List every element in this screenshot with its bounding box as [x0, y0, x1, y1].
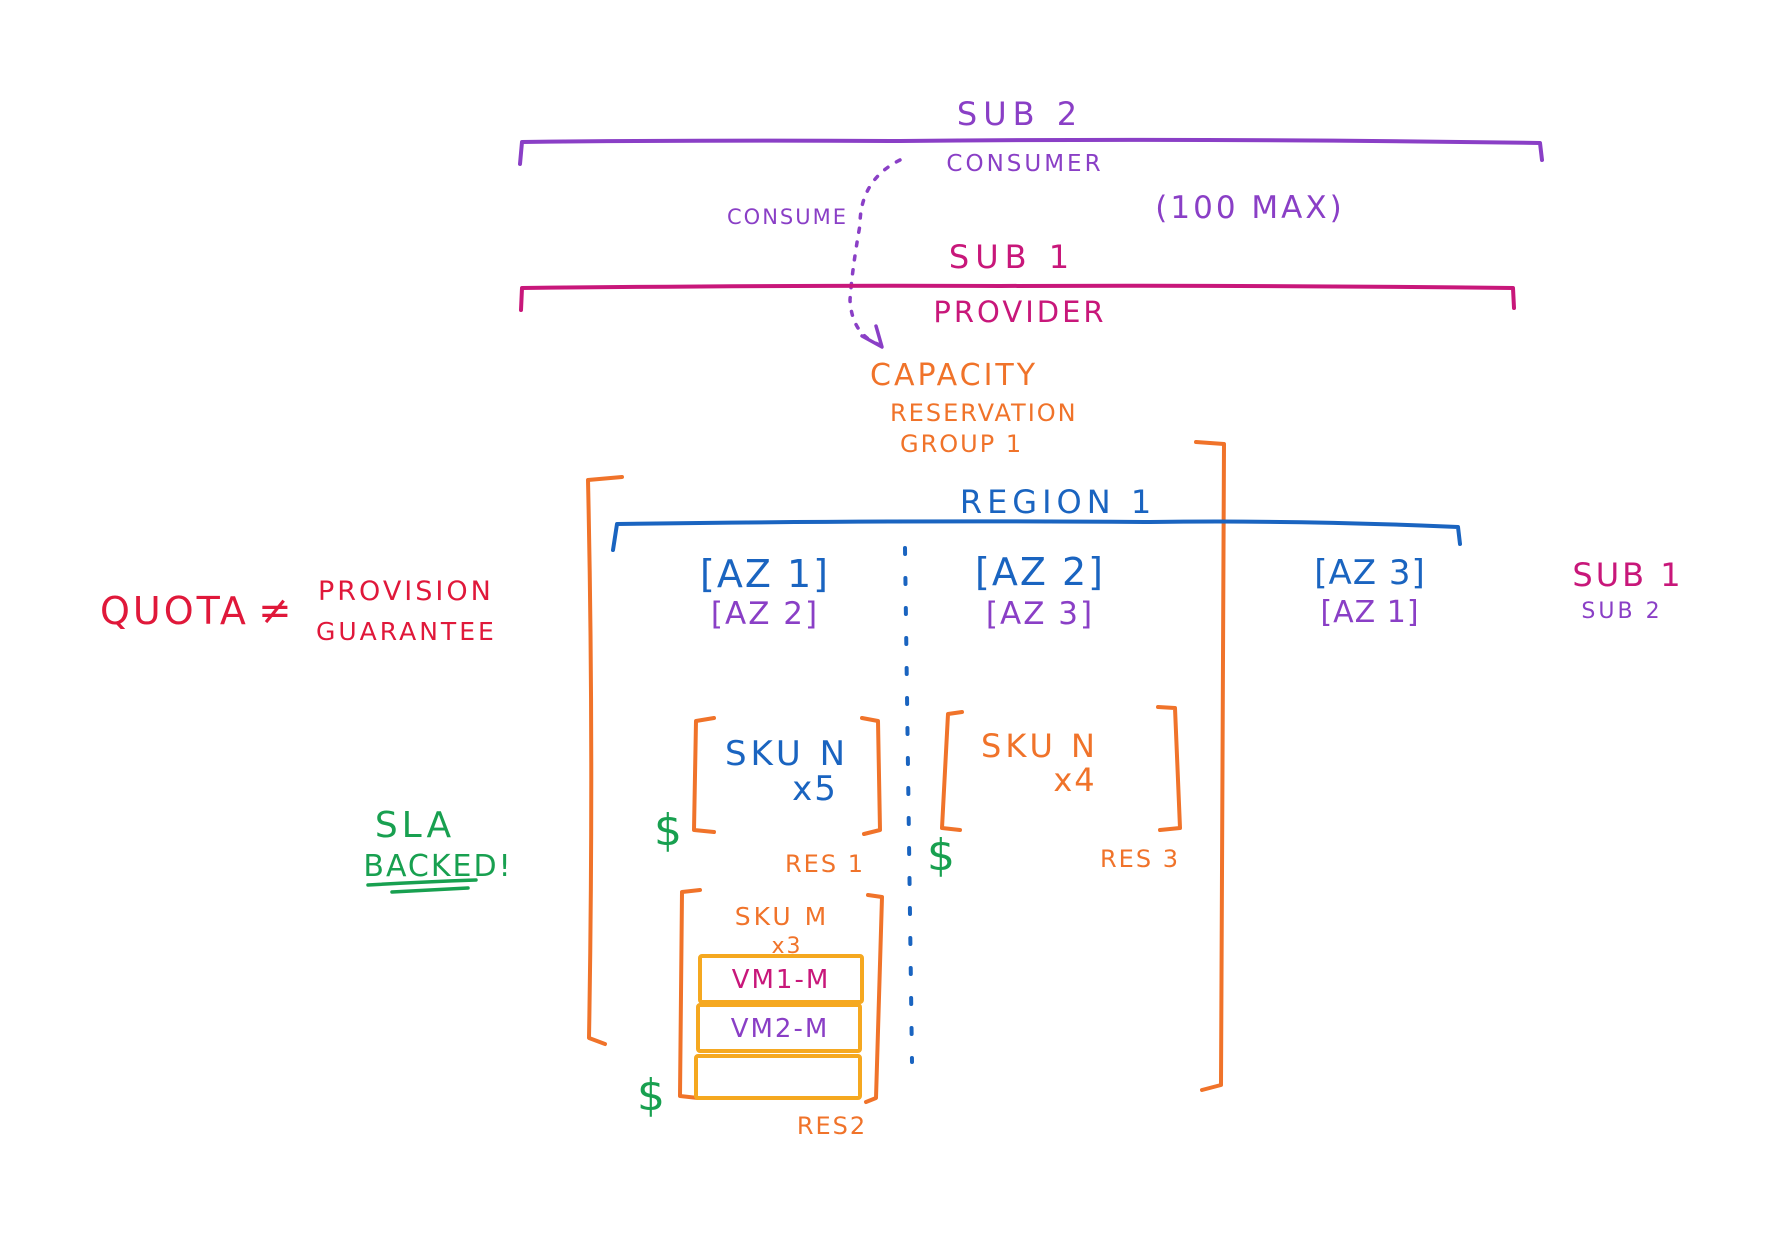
- res3-sku: SKU N: [981, 727, 1099, 765]
- res1-bracket-right: [860, 716, 882, 836]
- vm-slot-2: [696, 1003, 862, 1053]
- sub-legend: SUB 1 SUB 2: [1572, 556, 1683, 624]
- not-equal-symbol: ≠: [258, 588, 292, 634]
- quota-label: QUOTA: [100, 589, 249, 633]
- sub2-group: SUB 2 CONSUMER (100 MAX): [518, 95, 1544, 226]
- crg-bracket-left: [586, 475, 624, 1046]
- res1-sku: SKU N: [725, 734, 849, 774]
- res3-label: RES 3: [1100, 845, 1180, 873]
- res1-dollar: $: [654, 805, 682, 856]
- sub2-limit: (100 MAX): [1155, 190, 1344, 226]
- vm-slot-2-label: VM2-M: [731, 1014, 830, 1044]
- res2-dollar: $: [637, 1070, 665, 1121]
- crg-bracket: [586, 440, 1226, 1092]
- vm-slot-1: [698, 954, 864, 1004]
- sub1-title: SUB 1: [949, 238, 1075, 276]
- zone1-sub2-label: [AZ 2]: [711, 596, 819, 632]
- sub1-role: PROVIDER: [933, 295, 1106, 329]
- crg-bracket-right: [1194, 440, 1226, 1092]
- res2-bracket-left: [678, 888, 702, 1100]
- consume-dotted-line: [848, 158, 902, 347]
- legend-sub2: SUB 2: [1581, 599, 1662, 624]
- res3-count: x4: [1053, 761, 1096, 799]
- zone2-sub2-label: [AZ 3]: [986, 596, 1094, 632]
- consume-arrowhead: [860, 324, 884, 349]
- consume-arrow: CONSUME: [727, 158, 902, 349]
- quota-note: QUOTA ≠ PROVISION GUARANTEE: [100, 576, 497, 646]
- reservation-2: SKU M x3 VM1-M VM2-M $ RES2: [637, 888, 884, 1140]
- sub1-group: SUB 1 PROVIDER: [519, 238, 1516, 329]
- region-group: REGION 1 [AZ 1] [AZ 2] [AZ 2] [AZ 3] [AZ…: [611, 483, 1462, 1064]
- zone3-sub1-label: [AZ 3]: [1314, 553, 1426, 593]
- sla-label: SLA: [375, 805, 455, 846]
- sla-note: SLA BACKED!: [363, 805, 512, 894]
- res3-bracket-left: [940, 710, 964, 832]
- guarantee-label: GUARANTEE: [316, 617, 497, 646]
- res2-label: RES2: [797, 1112, 867, 1140]
- legend-sub1: SUB 1: [1572, 556, 1683, 594]
- crg-line2: RESERVATION: [890, 399, 1078, 427]
- sub1-bracket: [519, 283, 1516, 312]
- sub2-bracket: [518, 137, 1544, 166]
- sub2-role: CONSUMER: [946, 151, 1103, 177]
- vm-slot-1-label: VM1-M: [732, 965, 831, 995]
- res1-bracket-left: [692, 716, 716, 834]
- res3-dollar: $: [927, 830, 955, 881]
- crg-line3: GROUP 1: [900, 430, 1023, 458]
- crg-line1: CAPACITY: [870, 358, 1038, 393]
- res3-bracket-right: [1156, 705, 1182, 832]
- res2-bracket-right: [864, 893, 884, 1104]
- backed-underline: [366, 878, 478, 894]
- res2-sku: SKU M: [735, 902, 829, 931]
- res1-label: RES 1: [785, 850, 865, 878]
- reservation-1: SKU N x5 $ RES 1: [654, 716, 882, 878]
- res1-count: x5: [792, 769, 838, 809]
- region-bracket: [611, 519, 1462, 552]
- reservation-3: SKU N x4 $ RES 3: [927, 705, 1182, 881]
- zone3-sub2-label: [AZ 1]: [1320, 595, 1419, 630]
- capacity-reservation-group-label: CAPACITY RESERVATION GROUP 1: [870, 358, 1078, 458]
- sub2-title: SUB 2: [957, 95, 1083, 133]
- vm-slot-3: [694, 1054, 862, 1100]
- provision-label: PROVISION: [318, 576, 494, 607]
- region-title: REGION 1: [960, 483, 1156, 521]
- zone1-sub1-label: [AZ 1]: [700, 552, 830, 596]
- az-divider: [903, 546, 914, 1064]
- backed-label: BACKED!: [363, 849, 512, 884]
- zone2-sub1-label: [AZ 2]: [975, 550, 1105, 594]
- consume-label: CONSUME: [727, 205, 848, 229]
